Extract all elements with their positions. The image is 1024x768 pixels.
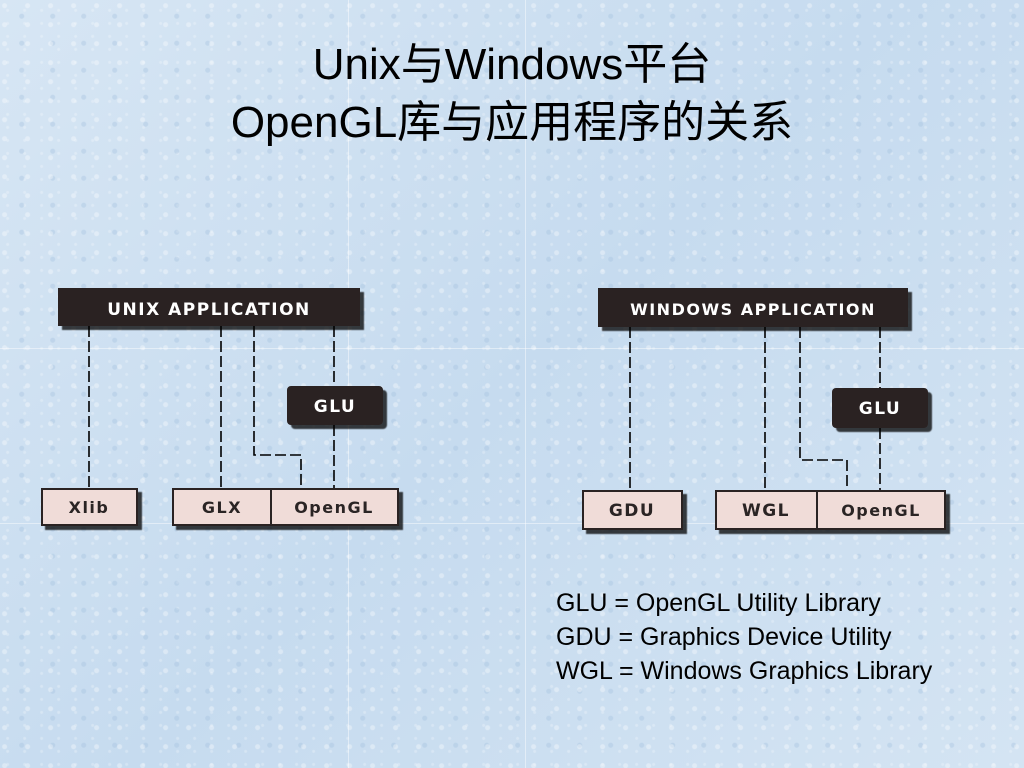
windows-wgl-label: WGL xyxy=(742,501,790,521)
unix-opengl-label: OpenGL xyxy=(294,498,374,517)
unix-application-label: UNIX APPLICATION xyxy=(107,300,311,320)
title-line-2: OpenGL库与应用程序的关系 xyxy=(230,98,794,147)
windows-wgl-opengl-box: WGL OpenGL xyxy=(715,490,946,530)
slide-title: Unix与Windows平台 OpenGL库与应用程序的关系 xyxy=(0,36,1024,152)
legend-item-gdu: GDU = Graphics Device Utility xyxy=(556,623,892,651)
legend: GLU = OpenGL Utility Library GDU = Graph… xyxy=(556,586,932,688)
windows-gdu-label: GDU xyxy=(609,501,655,521)
grid-line xyxy=(0,348,1024,349)
unix-glu-box: GLU xyxy=(287,386,383,425)
unix-glx-opengl-box: GLX OpenGL xyxy=(172,488,399,526)
grid-line xyxy=(0,523,1024,524)
grid-line xyxy=(525,0,526,768)
legend-item-wgl: WGL = Windows Graphics Library xyxy=(556,657,933,685)
unix-xlib-label: Xlib xyxy=(69,498,110,517)
windows-glu-box: GLU xyxy=(832,388,928,428)
windows-application-label: WINDOWS APPLICATION xyxy=(630,300,876,319)
windows-gdu-box: GDU xyxy=(582,490,683,530)
title-line-1: Unix与Windows平台 xyxy=(312,40,712,89)
unix-xlib-box: Xlib xyxy=(41,488,138,526)
unix-diagram: UNIX APPLICATION GLU Xlib GLX OpenGL xyxy=(41,288,399,526)
windows-application-box: WINDOWS APPLICATION xyxy=(598,288,908,327)
windows-glu-label: GLU xyxy=(859,399,901,419)
unix-connectors xyxy=(88,326,335,489)
unix-application-box: UNIX APPLICATION xyxy=(58,288,360,326)
windows-opengl-label: OpenGL xyxy=(841,501,921,520)
windows-connectors xyxy=(629,327,881,491)
grid-line xyxy=(348,0,349,768)
unix-glu-label: GLU xyxy=(314,397,356,417)
legend-item-glu: GLU = OpenGL Utility Library xyxy=(556,589,881,617)
windows-diagram: WINDOWS APPLICATION GLU GDU WGL OpenGL xyxy=(582,288,946,530)
unix-glx-label: GLX xyxy=(202,498,242,517)
